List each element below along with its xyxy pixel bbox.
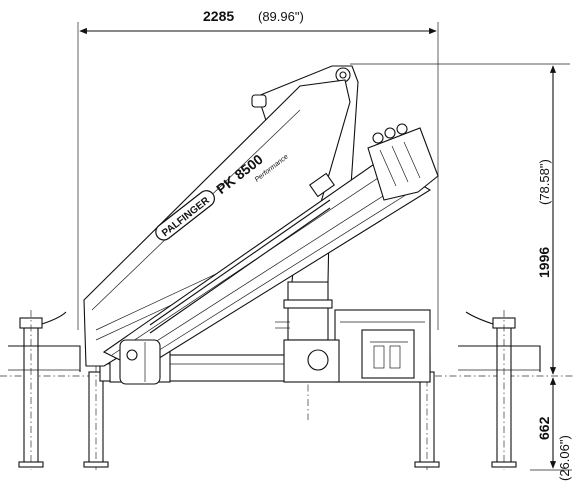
lower-dimension: 662 (26.06") [530, 377, 572, 481]
width-mm-label: 2285 [203, 8, 234, 24]
lift-cylinder [119, 339, 161, 385]
lower-mm-label: 662 [536, 416, 552, 440]
stabilizer-leg-left-outer [18, 310, 67, 470]
boom-tip [367, 123, 439, 201]
height-inch-label: (78.58") [537, 159, 552, 205]
extension-boom [102, 159, 432, 371]
height-mm-label: 1996 [536, 247, 552, 278]
lower-inch-label: (26.06") [557, 435, 572, 481]
stabilizer-leg-left-inner [83, 365, 109, 470]
width-inch-label: (89.96") [258, 9, 304, 24]
width-dimension: 2285 (89.96") [77, 8, 439, 330]
height-dimension: 1996 (78.58") [350, 63, 570, 375]
brand-badge [155, 190, 215, 241]
stabilizer-leg-right-outer [465, 310, 517, 470]
stabilizer-leg-right-inner [414, 365, 440, 470]
